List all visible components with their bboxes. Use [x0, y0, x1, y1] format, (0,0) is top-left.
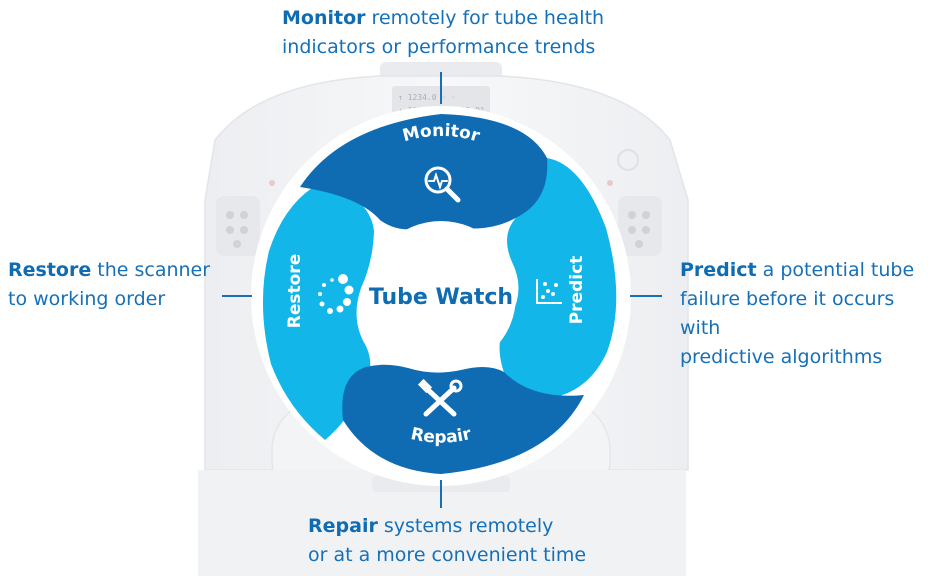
display-line1: ↑ 1234.0 ◦ ◦: [398, 93, 456, 102]
callout-predict-bold: Predict: [680, 259, 757, 281]
center-label: Tube Watch: [369, 285, 513, 310]
brand-logo-icon: [617, 149, 639, 171]
loading-dots-icon: [318, 274, 354, 314]
callout-repair: Repair systems remotely or at a more con…: [308, 512, 648, 570]
callout-restore: Restore the scanner to working order: [8, 256, 228, 314]
callout-predict: Predict a potential tube failure before …: [680, 256, 939, 372]
cycle-wheel: [262, 114, 617, 474]
callout-repair-line1: systems remotely: [377, 515, 554, 537]
callout-monitor-line2: indicators or performance trends: [282, 36, 596, 58]
tools-icon: [417, 378, 463, 417]
segment-label-repair: Repair: [409, 424, 474, 448]
segment-predict[interactable]: [499, 158, 617, 399]
magnifier-pulse-icon: [424, 166, 461, 203]
center-hub: [366, 221, 516, 371]
segment-label-restore: Restore: [285, 254, 305, 328]
callout-restore-bold: Restore: [8, 259, 92, 281]
segment-restore[interactable]: [262, 185, 374, 440]
connector-lines: [222, 72, 662, 508]
left-control-panel: [216, 196, 260, 256]
callout-predict-line2: failure before it occurs with: [680, 288, 895, 339]
scatter-chart-icon: [536, 279, 562, 304]
segment-label-predict: Predict: [567, 256, 587, 325]
callout-repair-bold: Repair: [308, 515, 378, 537]
right-control-panel: [618, 196, 662, 256]
segment-monitor[interactable]: [300, 114, 548, 230]
callout-restore-line1: the scanner: [91, 259, 211, 281]
callout-monitor: Monitor remotely for tube health indicat…: [282, 4, 662, 62]
callout-repair-line2: or at a more convenient time: [308, 544, 587, 566]
callout-predict-line1: a potential tube: [756, 259, 915, 281]
segment-repair[interactable]: [342, 364, 584, 474]
callout-monitor-line1: remotely for tube health: [365, 7, 605, 29]
callout-restore-line2: to working order: [8, 288, 166, 310]
callout-predict-line3: predictive algorithms: [680, 346, 883, 368]
callout-monitor-bold: Monitor: [282, 7, 366, 29]
